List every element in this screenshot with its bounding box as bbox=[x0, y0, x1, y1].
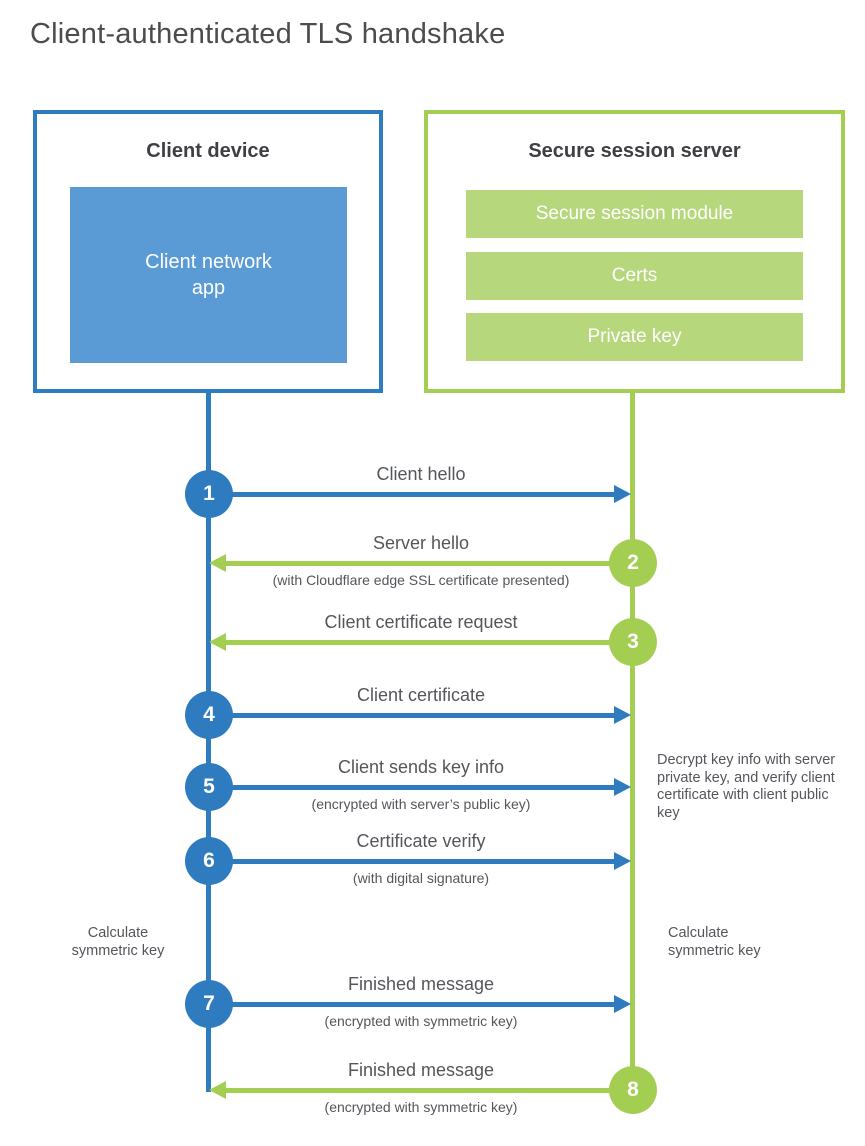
server-module-bar: Private key bbox=[466, 313, 803, 361]
step-label: Server hello bbox=[372, 533, 470, 553]
step-label: Client certificate request bbox=[324, 612, 518, 632]
client-device-box: Client device Client network app bbox=[33, 110, 383, 393]
arrow-left-icon bbox=[209, 1081, 226, 1099]
server-lifeline bbox=[630, 391, 635, 1066]
step-sublabel: (encrypted with symmetric key) bbox=[324, 1099, 518, 1115]
step-sublabel: (encrypted with symmetric key) bbox=[324, 1013, 518, 1029]
step-number-badge: 6 bbox=[185, 837, 233, 885]
arrow-right-icon bbox=[614, 706, 631, 724]
step-sublabel: (with Cloudflare edge SSL certificate pr… bbox=[272, 572, 570, 588]
arrow-right-icon bbox=[614, 852, 631, 870]
step-label: Certificate verify bbox=[356, 831, 486, 851]
client-lifeline bbox=[206, 391, 211, 1092]
secure-session-server-title: Secure session server bbox=[528, 140, 741, 162]
arrow-right-icon bbox=[614, 995, 631, 1013]
step-label: Client hello bbox=[376, 464, 466, 484]
server-module-bar: Secure session module bbox=[466, 190, 803, 238]
arrow-line bbox=[226, 561, 633, 566]
arrow-line bbox=[209, 1002, 616, 1007]
step-label: Finished message bbox=[347, 1060, 495, 1080]
step-label: Client certificate bbox=[356, 685, 486, 705]
arrow-right-icon bbox=[614, 778, 631, 796]
client-network-app-box: Client network app bbox=[70, 187, 347, 363]
step-number-badge: 5 bbox=[185, 763, 233, 811]
calculate-symmetric-key-client: Calculate symmetric key bbox=[71, 925, 165, 959]
step-number-badge: 8 bbox=[609, 1066, 657, 1114]
page-title: Client-authenticated TLS handshake bbox=[30, 18, 506, 50]
calculate-symmetric-key-server: Calculate symmetric key bbox=[668, 925, 761, 959]
step-number-badge: 3 bbox=[609, 618, 657, 666]
step-sublabel: (with digital signature) bbox=[352, 870, 490, 886]
step-number-badge: 1 bbox=[185, 470, 233, 518]
secure-session-server-box: Secure session server Secure session mod… bbox=[424, 110, 845, 393]
arrow-line bbox=[209, 492, 616, 497]
arrow-left-icon bbox=[209, 633, 226, 651]
decrypt-note: Decrypt key info with server private key… bbox=[657, 752, 836, 821]
arrow-left-icon bbox=[209, 554, 226, 572]
client-network-app-label: Client network app bbox=[145, 251, 272, 299]
step-number-badge: 2 bbox=[609, 539, 657, 587]
server-module-bar: Certs bbox=[466, 252, 803, 300]
client-device-title: Client device bbox=[146, 140, 270, 162]
arrow-line bbox=[209, 713, 616, 718]
arrow-line bbox=[226, 1088, 633, 1093]
arrow-line bbox=[226, 640, 633, 645]
step-number-badge: 7 bbox=[185, 980, 233, 1028]
step-label: Client sends key info bbox=[337, 757, 505, 777]
step-label: Finished message bbox=[347, 974, 495, 994]
arrow-line bbox=[209, 785, 616, 790]
step-number-badge: 4 bbox=[185, 691, 233, 739]
step-sublabel: (encrypted with server’s public key) bbox=[311, 796, 531, 812]
arrow-line bbox=[209, 859, 616, 864]
arrow-right-icon bbox=[614, 485, 631, 503]
